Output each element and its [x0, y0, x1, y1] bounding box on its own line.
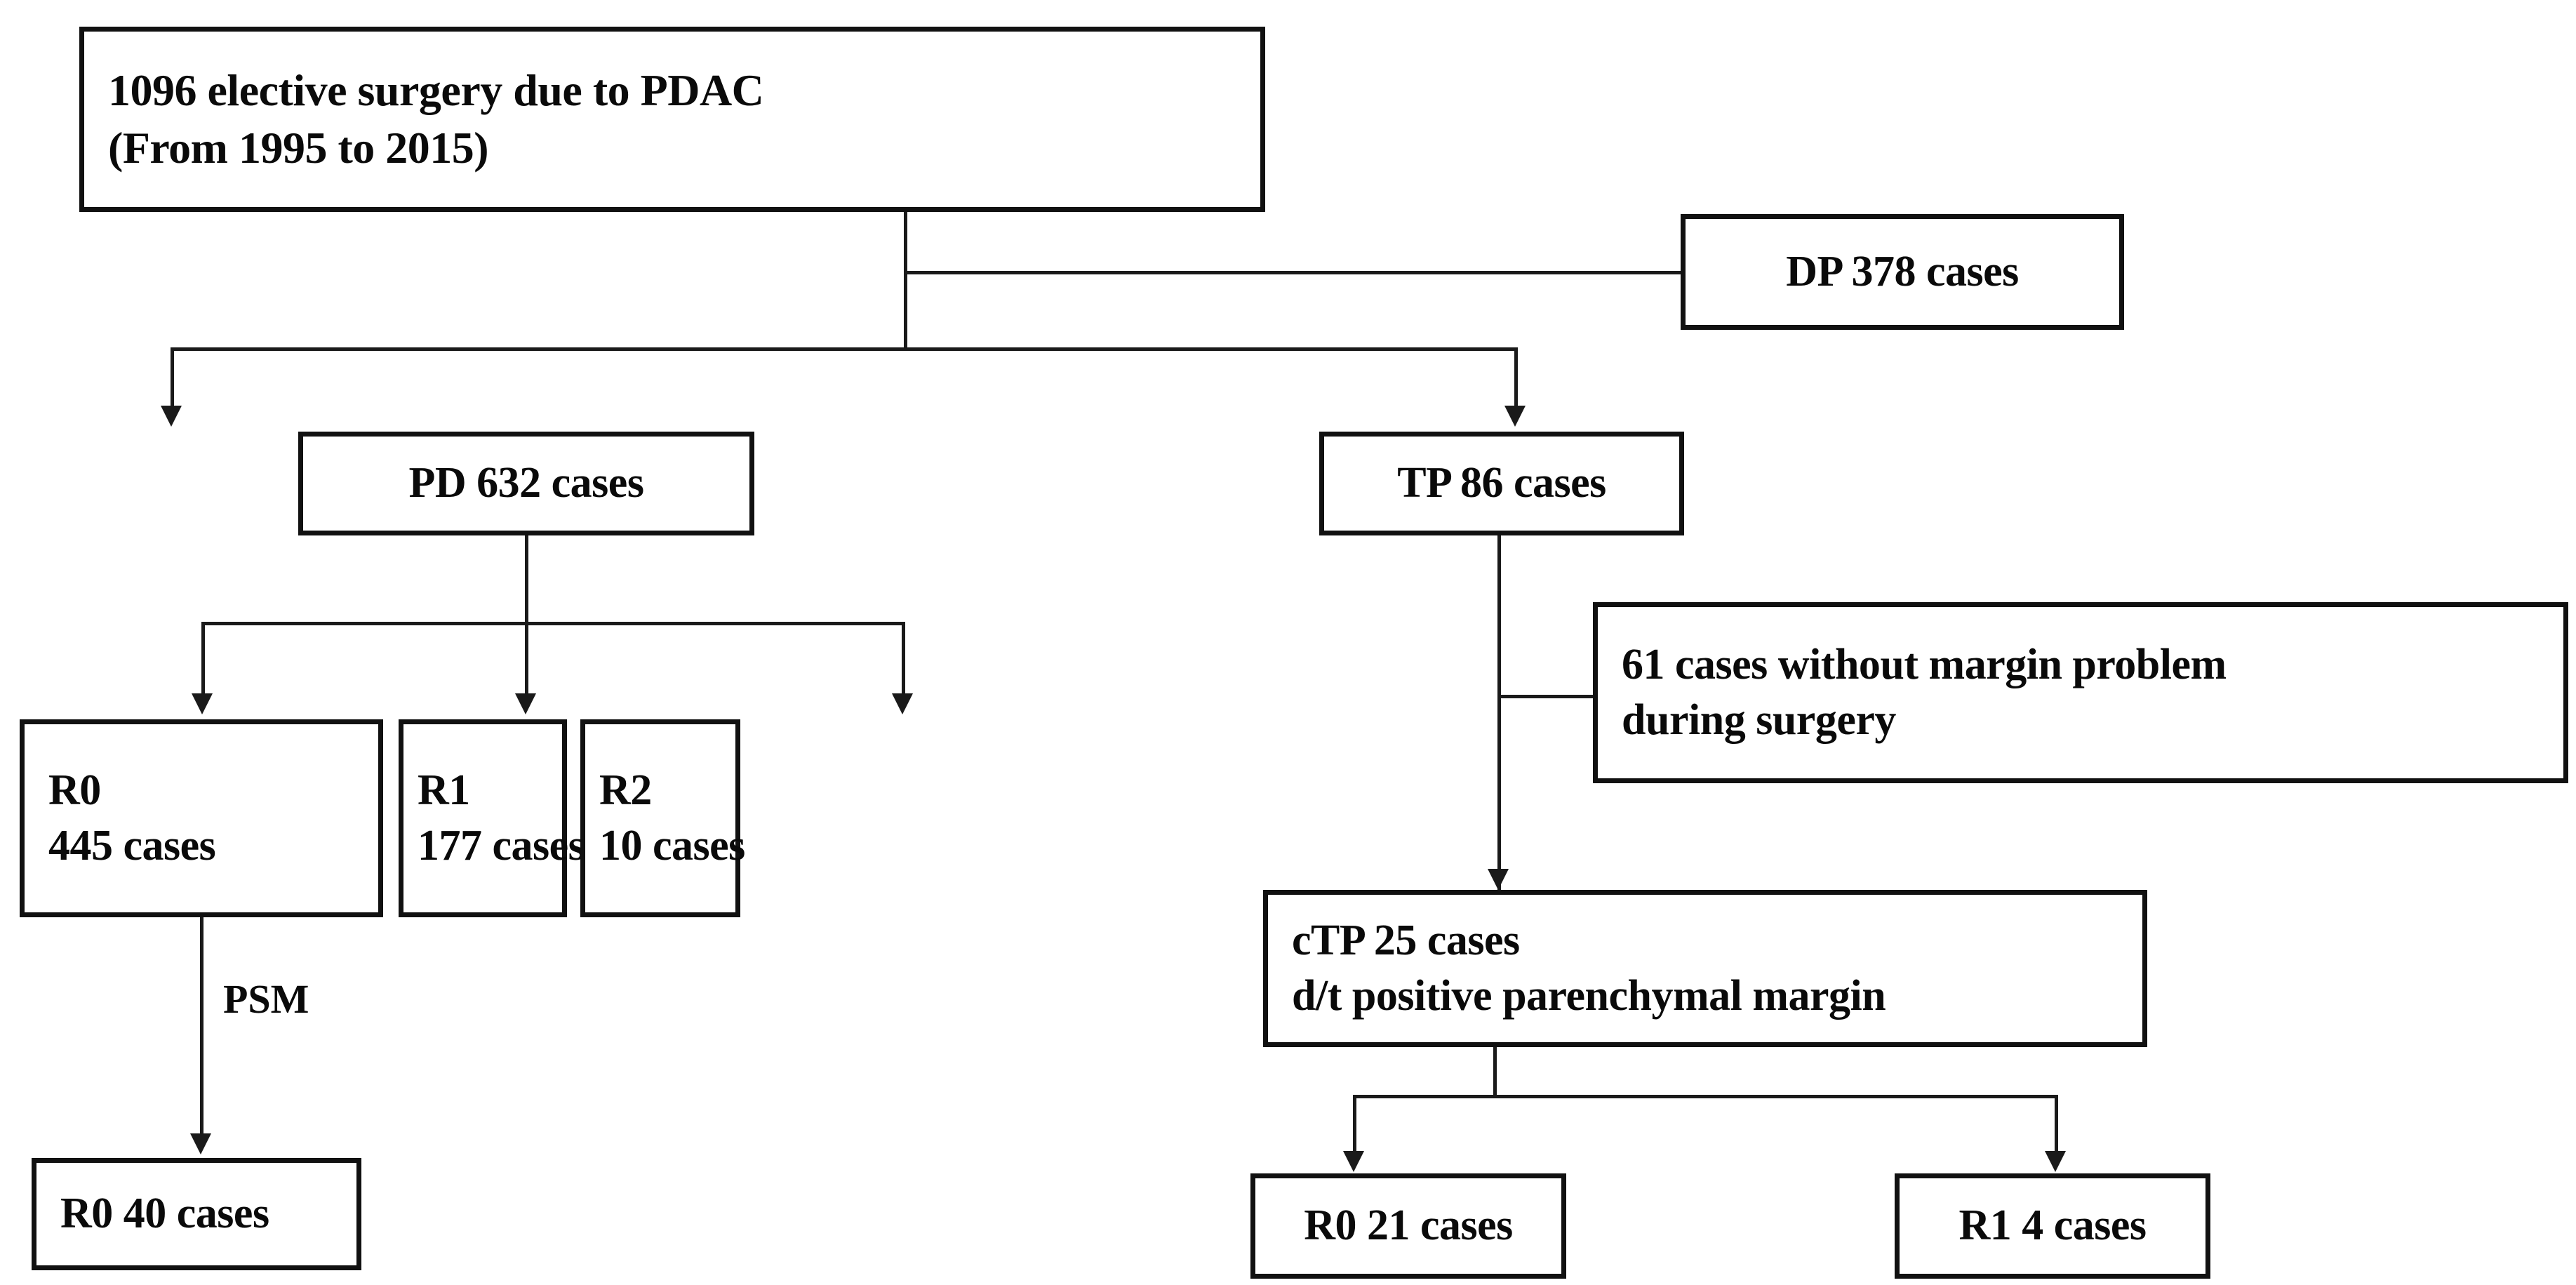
arrowhead-to-ctp	[1488, 869, 1509, 890]
connector-drop-to-r2pd	[902, 622, 905, 695]
connector-drop-to-r0ctp	[1353, 1095, 1356, 1158]
node-r0-psm[interactable]: R0 40 cases	[32, 1158, 361, 1270]
arrowhead-to-pd	[161, 406, 182, 427]
node-r1-ctp-label: R1 4 cases	[1958, 1201, 2147, 1250]
node-ctp-line-2: d/t positive parenchymal margin	[1292, 972, 1886, 1020]
arrowhead-to-r0pd	[192, 693, 213, 714]
node-r0-pd-line-1: R0	[48, 766, 101, 814]
node-dp[interactable]: DP 378 cases	[1681, 214, 2124, 330]
connector-split-pd-tp	[171, 347, 1518, 351]
node-root-line-2: (From 1995 to 2015)	[108, 123, 489, 173]
node-r0-ctp[interactable]: R0 21 cases	[1250, 1173, 1566, 1279]
node-r1-pd[interactable]: R1 177 cases	[399, 719, 585, 917]
connector-pd-trunk	[525, 535, 528, 704]
node-tp-label: TP 86 cases	[1397, 459, 1606, 507]
node-ctp-line-1: cTP 25 cases	[1292, 916, 1520, 964]
edge-label-psm: PSM	[223, 976, 309, 1022]
node-r1-ctp[interactable]: R1 4 cases	[1895, 1173, 2210, 1279]
connector-drop-to-pd	[171, 347, 174, 411]
node-pd[interactable]: PD 632 cases	[298, 432, 754, 535]
arrowhead-to-r0-psm	[190, 1133, 211, 1154]
node-dp-label: DP 378 cases	[1786, 247, 2019, 295]
connector-r0-to-psm	[200, 917, 203, 1143]
connector-drop-to-r0pd	[201, 622, 205, 695]
connector-ctp-split	[1353, 1095, 2056, 1098]
node-ctp[interactable]: cTP 25 cases d/t positive parenchymal ma…	[1263, 890, 2147, 1047]
connector-ctp-trunk	[1493, 1047, 1497, 1096]
arrowhead-to-r1pd	[515, 693, 536, 714]
arrowhead-to-r0ctp	[1343, 1151, 1364, 1172]
node-r1-pd-line-2: 177 cases	[418, 822, 585, 870]
node-r1-pd-line-1: R1	[418, 766, 470, 814]
node-r0-psm-label: R0 40 cases	[60, 1190, 269, 1238]
connector-drop-to-r1ctp	[2055, 1095, 2058, 1158]
connector-tp-to-no-margin	[1497, 695, 1597, 698]
node-r0-pd-line-2: 445 cases	[48, 822, 216, 870]
connector-pd-split	[201, 622, 903, 625]
node-root-line-1: 1096 elective surgery due to PDAC	[108, 65, 764, 116]
node-root[interactable]: 1096 elective surgery due to PDAC (From …	[79, 27, 1265, 212]
node-r2-pd-line-1: R2	[599, 766, 652, 814]
node-no-margin[interactable]: 61 cases without margin problem during s…	[1593, 602, 2568, 783]
node-r2-pd-line-2: 10 cases	[599, 822, 745, 870]
node-pd-label: PD 632 cases	[408, 459, 644, 507]
connector-root-to-dp	[904, 271, 1683, 274]
node-no-margin-line-1: 61 cases without margin problem	[1622, 640, 2227, 688]
node-tp[interactable]: TP 86 cases	[1319, 432, 1684, 535]
arrowhead-to-r2pd	[892, 693, 913, 714]
node-r0-ctp-label: R0 21 cases	[1304, 1201, 1513, 1250]
connector-root-trunk	[904, 212, 907, 351]
connector-tp-trunk	[1497, 535, 1501, 890]
arrowhead-to-tp	[1504, 406, 1526, 427]
node-r0-pd[interactable]: R0 445 cases	[20, 719, 383, 917]
arrowhead-to-r1ctp	[2045, 1151, 2066, 1172]
node-r2-pd[interactable]: R2 10 cases	[580, 719, 745, 917]
node-no-margin-line-2: during surgery	[1622, 696, 1896, 744]
connector-drop-to-tp	[1514, 347, 1518, 411]
